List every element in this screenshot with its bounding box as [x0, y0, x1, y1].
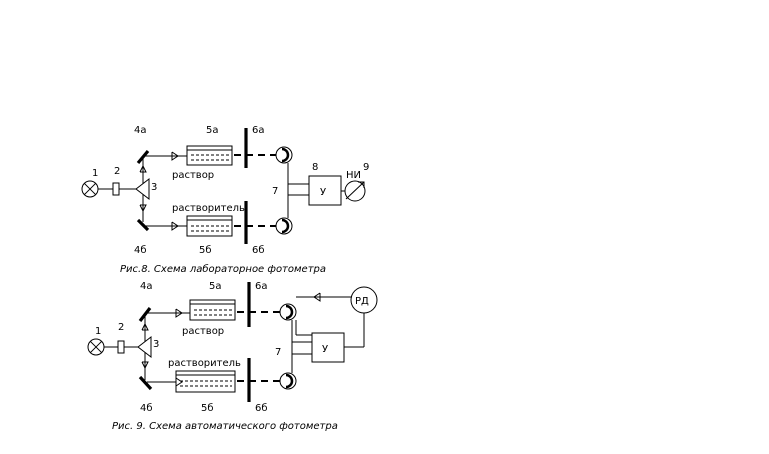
fig1-label-amplifier-ref: 8: [312, 162, 318, 173]
fig1-mirror-4a: [136, 149, 150, 165]
fig1-label-diaphragm-top: 6а: [252, 125, 265, 136]
fig2-amplifier-box: [311, 332, 345, 363]
fig1-label-cell-bottom: 5б: [199, 245, 212, 256]
fig2-label-mirror-bottom: 4б: [140, 403, 153, 414]
fig2-label-solution: раствор: [182, 326, 224, 337]
fig1-arrow-down: [139, 204, 147, 213]
fig1-label-cell-top: 5а: [206, 125, 219, 136]
fig1-label-diaphragm-bottom: 6б: [252, 245, 265, 256]
fig1-label-indicator-ref: 9: [363, 162, 369, 173]
fig2-arrow-bottom: [175, 377, 183, 387]
fig2-lamp-icon: [87, 338, 105, 356]
fig2-feedback-arrow: [313, 292, 321, 302]
fig1-photocell-top-icon: [275, 146, 293, 164]
fig1-label-solution: раствор: [172, 170, 214, 181]
fig1-arrow-up: [139, 164, 147, 173]
fig2-label-cell-top: 5а: [209, 281, 222, 292]
fig2-label-filter: 2: [118, 322, 124, 333]
fig1-caption: Рис.8. Схема лабораторное фотометра: [120, 263, 326, 275]
fig2-arrow-up: [141, 322, 149, 331]
fig2-photocell-bottom-icon: [279, 372, 297, 390]
fig1-label-solvent: растворитель: [172, 203, 245, 214]
fig2-cuvette-5b: [175, 370, 236, 393]
fig1-arrow-bottom: [171, 221, 179, 231]
fig1-arrow-top: [171, 151, 179, 161]
fig2-label-motor: РД: [355, 296, 369, 307]
fig1-mirror-4b: [136, 218, 150, 232]
fig2-photocell-top-icon: [279, 303, 297, 321]
fig2-filter: [117, 340, 125, 354]
fig2-mirror-4b: [138, 375, 153, 391]
fig1-photocell-bottom-icon: [275, 217, 293, 235]
fig2-label-prism: 3: [153, 339, 159, 350]
fig2-label-diaphragm-top: 6а: [255, 281, 268, 292]
fig1-indicator-icon: [344, 180, 366, 202]
fig2-caption: Рис. 9. Схема автоматического фотометра: [112, 421, 338, 432]
fig2-arrow-top: [175, 308, 183, 318]
fig1-label-prism: 3: [151, 182, 157, 193]
figure2-automatic-photometer: 1 2 3 4а 4б 5а 5б 6а 6б 7 У РД раствор р…: [87, 281, 378, 432]
fig2-label-lamp: 1: [95, 326, 101, 337]
fig1-label-amplifier: У: [320, 187, 326, 198]
fig1-label-indicator: НИ: [346, 170, 361, 181]
fig1-filter: [112, 182, 120, 196]
fig2-label-cell-bottom: 5б: [201, 403, 214, 414]
fig2-arrow-down: [141, 361, 149, 370]
fig2-label-mirror-top: 4а: [140, 281, 153, 292]
fig2-label-solvent: растворитель: [168, 358, 241, 369]
fig1-label-filter: 2: [114, 166, 120, 177]
figure1-laboratory-photometer: 1 2 3 4а 4б 5а 5б 6а 6б 7 8 9 У НИ раств…: [81, 125, 369, 275]
fig1-label-lamp: 1: [92, 168, 98, 179]
fig2-label-amplifier: У: [322, 344, 328, 355]
fig1-label-mirror-bottom: 4б: [134, 245, 147, 256]
fig1-label-photocells: 7: [272, 186, 278, 197]
fig1-lamp-icon: [81, 180, 99, 198]
fig1-label-mirror-top: 4а: [134, 125, 147, 136]
fig1-cuvette-5b: [186, 215, 233, 237]
fig1-cuvette-5a: [186, 145, 233, 166]
fig2-label-photocells: 7: [275, 347, 281, 358]
fig2-cuvette-5a: [189, 299, 236, 321]
fig2-label-diaphragm-bottom: 6б: [255, 403, 268, 414]
fig2-mirror-4a: [138, 307, 152, 322]
